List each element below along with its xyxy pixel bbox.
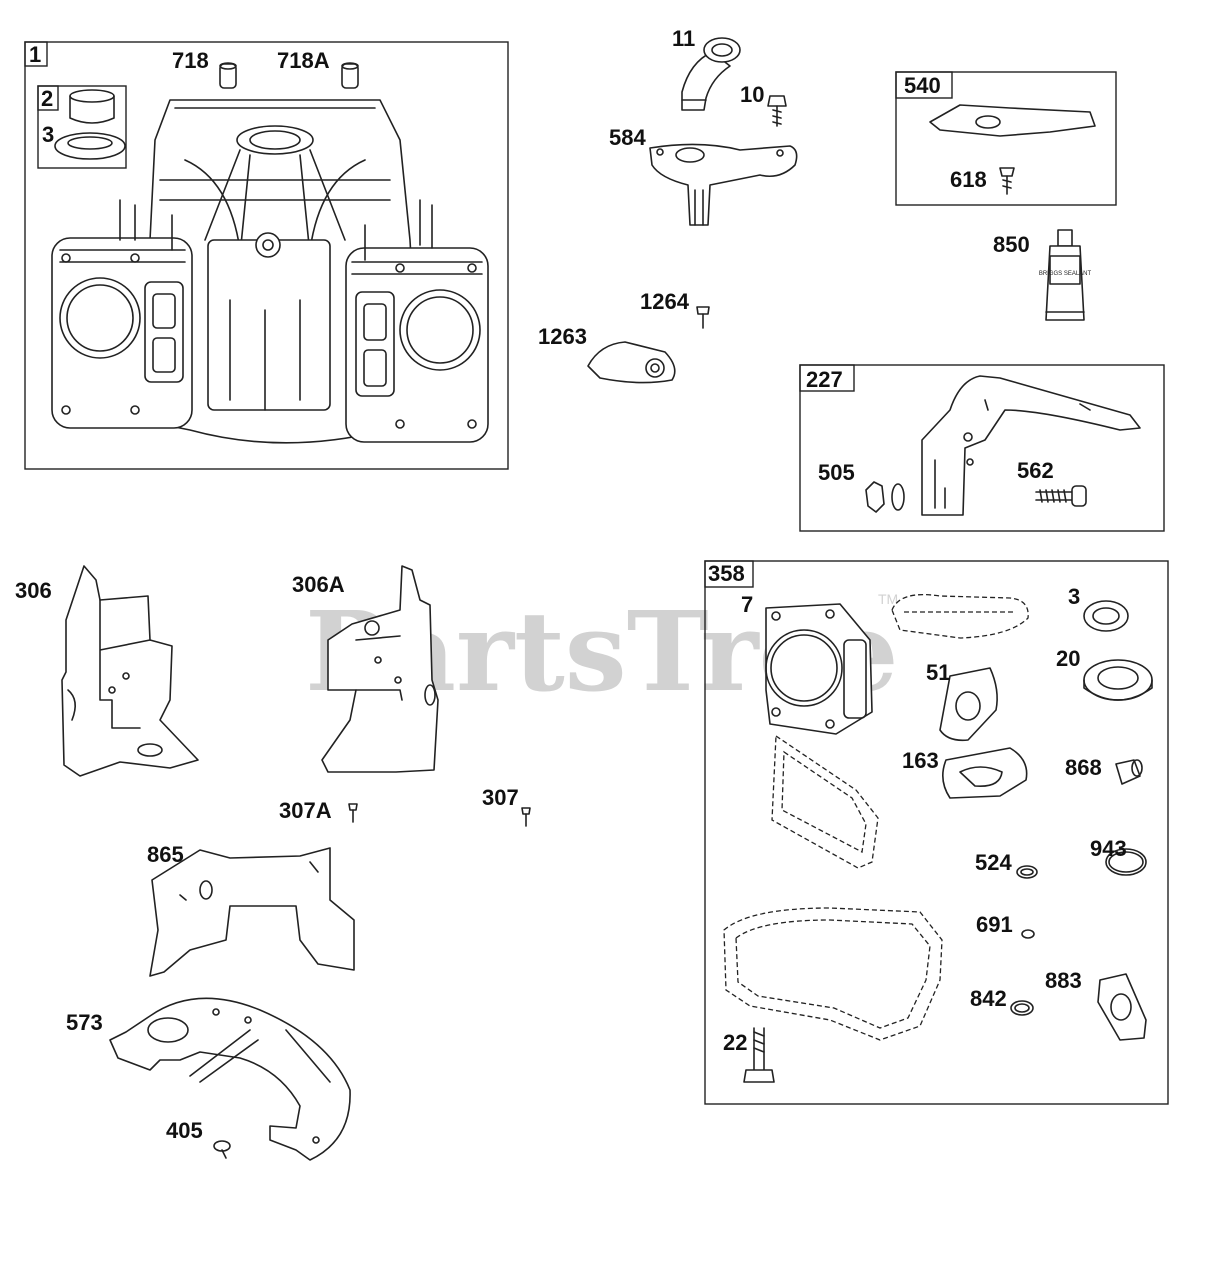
part-307a-screw[interactable] [348, 803, 358, 823]
part-valve-cover-gasket[interactable] [771, 734, 879, 869]
part-306a-shroud[interactable] [321, 565, 439, 773]
label-883[interactable]: 883 [1045, 968, 1082, 993]
group-227: 227 505 562 [799, 364, 1165, 532]
part-405-screw[interactable] [213, 1140, 231, 1159]
part-865-baffle[interactable] [149, 847, 355, 977]
label-691[interactable]: 691 [976, 912, 1013, 937]
label-718[interactable]: 718 [172, 48, 209, 73]
group-2-tag [37, 85, 59, 111]
group-358-frame [704, 560, 1169, 1105]
label-505[interactable]: 505 [818, 460, 855, 485]
part-1264-screw[interactable] [696, 306, 710, 329]
label-868[interactable]: 868 [1065, 755, 1102, 780]
group-1-frame [24, 41, 509, 470]
label-573[interactable]: 573 [66, 1010, 103, 1035]
part-227-bracket[interactable] [921, 375, 1141, 516]
label-584[interactable]: 584 [609, 125, 646, 150]
label-307[interactable]: 307 [482, 785, 519, 810]
group-1-tag [24, 41, 48, 67]
group-227-number[interactable]: 227 [806, 367, 843, 392]
part-7-head-gasket[interactable] [765, 603, 873, 735]
label-11[interactable]: 11 [672, 26, 695, 51]
label-10[interactable]: 10 [740, 82, 764, 107]
label-405[interactable]: 405 [166, 1118, 203, 1143]
part-306-shroud[interactable] [61, 565, 199, 777]
group-540: 540 618 [895, 71, 1117, 206]
label-850[interactable]: 850 [993, 232, 1030, 257]
part-51-gasket[interactable] [939, 667, 998, 742]
part-618-screw[interactable] [999, 167, 1015, 195]
label-943[interactable]: 943 [1090, 836, 1127, 861]
label-842[interactable]: 842 [970, 986, 1007, 1011]
part-524-ring[interactable] [1016, 865, 1038, 879]
group-227-tag [799, 364, 855, 392]
part-505-nut[interactable] [865, 481, 905, 513]
part-718a-dowel[interactable] [341, 62, 359, 89]
label-163[interactable]: 163 [902, 748, 939, 773]
part-584-plate[interactable] [649, 143, 798, 226]
label-7[interactable]: 7 [741, 592, 753, 617]
tube-text: BRIGGS SEALANT [1039, 271, 1092, 277]
group-358-tag [704, 560, 754, 588]
part-562-bolt[interactable] [1035, 485, 1087, 507]
part-307-screw[interactable] [521, 807, 531, 827]
part-22-bolt[interactable] [743, 1027, 775, 1083]
part-11-elbow[interactable] [681, 37, 741, 111]
part-sump-gasket[interactable] [723, 907, 943, 1041]
part-20-seal[interactable] [1083, 659, 1153, 701]
label-618[interactable]: 618 [950, 167, 987, 192]
group-540-frame [895, 71, 1117, 206]
group-2-frame [37, 85, 127, 169]
part-gasket-strip[interactable] [891, 593, 1029, 639]
group-2-number[interactable]: 2 [41, 86, 53, 111]
part-691-washer[interactable] [1021, 929, 1035, 939]
group-540-number[interactable]: 540 [904, 73, 941, 98]
part-850-sealant-tube[interactable]: BRIGGS SEALANT [1039, 229, 1092, 321]
part-163-gasket[interactable] [942, 747, 1028, 799]
label-562[interactable]: 562 [1017, 458, 1054, 483]
label-718a[interactable]: 718A [277, 48, 330, 73]
group-1-number[interactable]: 1 [29, 42, 41, 67]
label-524[interactable]: 524 [975, 850, 1012, 875]
group-358: 358 7 3 20 [704, 560, 1169, 1105]
part-540-shield[interactable] [929, 104, 1096, 137]
label-865[interactable]: 865 [147, 842, 184, 867]
part-10-screw[interactable] [767, 95, 787, 127]
label-307a[interactable]: 307A [279, 798, 332, 823]
part-718-dowel[interactable] [219, 62, 237, 89]
watermark-tm: TM [878, 591, 898, 607]
group-540-tag [895, 71, 953, 99]
label-51[interactable]: 51 [926, 660, 950, 685]
label-22[interactable]: 22 [723, 1030, 747, 1055]
group-1: 1 2 3 718 718A [24, 41, 509, 470]
part-3-oil-seal[interactable] [1083, 600, 1129, 632]
part-2-bushing[interactable] [69, 89, 115, 124]
label-3-gasket-set[interactable]: 3 [1068, 584, 1080, 609]
part-842-ring[interactable] [1010, 1000, 1034, 1016]
part-1-crankcase[interactable] [51, 99, 489, 444]
part-883-gasket[interactable] [1097, 973, 1147, 1041]
part-868-bushing[interactable] [1115, 759, 1143, 785]
part-1263-plate[interactable] [587, 341, 676, 384]
group-358-number[interactable]: 358 [708, 561, 745, 586]
label-1263[interactable]: 1263 [538, 324, 587, 349]
group-227-frame [799, 364, 1165, 532]
part-3-seal[interactable] [54, 132, 126, 160]
part-943-o-ring[interactable] [1105, 848, 1147, 876]
label-3[interactable]: 3 [42, 122, 54, 147]
part-573-blower-housing[interactable] [109, 997, 351, 1161]
label-306a[interactable]: 306A [292, 572, 345, 597]
label-306[interactable]: 306 [15, 578, 52, 603]
label-20[interactable]: 20 [1056, 646, 1080, 671]
label-1264[interactable]: 1264 [640, 289, 690, 314]
